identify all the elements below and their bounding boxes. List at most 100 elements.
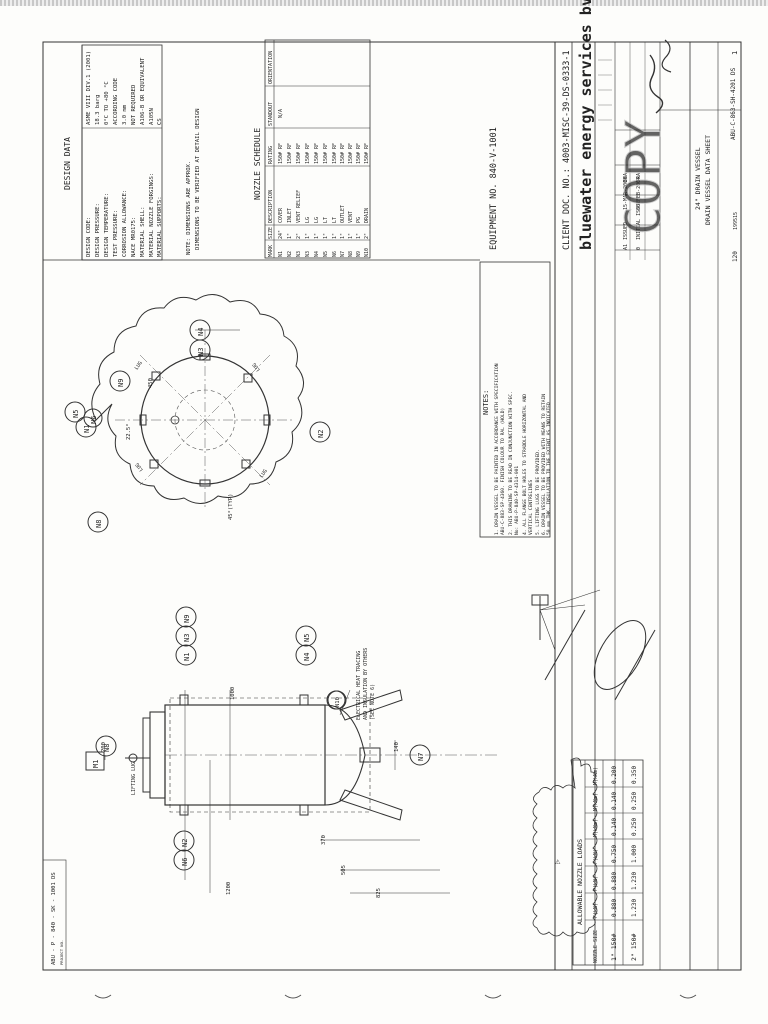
nozzle-cell: N7 <box>340 251 346 257</box>
heat-tracing-label: (SEE NOTE 6) <box>370 684 376 720</box>
copy-stamp: COPY <box>616 119 672 235</box>
nozzle-cell: N10 <box>364 248 370 257</box>
sig-1: EBA <box>623 173 629 182</box>
nozzle-tag-n1: N1 <box>83 425 91 433</box>
dim-370: 370 <box>321 835 327 845</box>
nozzle-tag-n3: N3 <box>197 348 205 356</box>
lug-label: LUG <box>259 468 269 479</box>
sheet-border <box>42 41 742 971</box>
design-row-value: 18.3 barg <box>95 95 101 125</box>
nozzle-header: ORIENTATION <box>268 51 274 84</box>
nozzle-header: SIZE <box>268 227 274 239</box>
nozzle-tag-n9: N9 <box>117 379 125 387</box>
loads-cell: 0.880 <box>611 899 618 917</box>
heat-tracing-label: AND INSULATION BY OTHERS <box>363 648 369 720</box>
nozzle-cell: N/A <box>278 109 284 118</box>
title-block <box>554 41 741 970</box>
nozzle-cell: VENT <box>348 211 354 223</box>
nozzle-header: DESCRIPTION <box>268 190 274 223</box>
design-row-label: TEST PRESSURE: <box>113 210 119 257</box>
corner-ref-1: ABU - P - 840 - SK - 1001 DS <box>51 872 57 965</box>
design-row-value: A106-B OR EQUIVALENT <box>140 57 146 125</box>
nozzle-row: N10 2" DRAIN 150# RF <box>364 143 370 257</box>
loads-cell: 0.250 <box>631 792 638 810</box>
design-row-label: DESIGN TEMPERATURE: <box>104 193 110 257</box>
nozzle-cell: 150# RF <box>356 143 362 164</box>
nozzle-cell: LG <box>305 217 311 223</box>
dim-1200: 1200 <box>226 882 232 895</box>
rev-a-desc: ISSUED <box>623 222 629 240</box>
note-line: 6. DRAIN VESSEL TO BE PROVIDED WITH MEAN… <box>541 394 547 535</box>
nozzle-header: STANDOUT <box>268 102 274 126</box>
nozzle-row: N5 1" LT 150# RF <box>323 143 329 257</box>
design-data-note-2: DIMENSIONS TO BE VERIFIED AT DETAIL DESI… <box>195 109 201 250</box>
tag-n4: N4 <box>303 653 311 661</box>
loads-cell: 2" 150# <box>630 934 638 961</box>
nozzle-cell: 1" <box>323 233 329 239</box>
nozzle-cell: 2" <box>296 233 302 239</box>
notes-list: 1. DRAIN VESSEL TO BE PAINTED IN ACCORDA… <box>494 363 552 535</box>
loads-cell: 0.350 <box>631 766 638 784</box>
design-row-label: MATERIAL SUPPORTS: <box>157 196 163 257</box>
nozzle-cell: LT <box>323 217 329 223</box>
heat-tracing-label: ELECTRICAL HEAT TRACING <box>356 651 362 720</box>
loads-cell: 1.230 <box>631 899 638 917</box>
loads-cell: 1.000 <box>631 845 638 863</box>
company-logo-text: bluewater energy services bv <box>577 0 595 250</box>
note-line: 2. THIS DRAWING TO BE READ IN CONJUNCTIO… <box>508 391 514 535</box>
nozzle-row: N1 24" COVER 150# RF N/A <box>278 109 284 257</box>
plan-view <box>91 294 304 510</box>
loads-header: M(kNm) <box>593 767 599 785</box>
nozzle-cell: 2" <box>364 233 370 239</box>
nozzle-cell: 150# RF <box>332 143 338 164</box>
nozzle-cell: N9 <box>356 251 362 257</box>
nozzle-cell: 150# RF <box>348 143 354 164</box>
nozzle-cell: 1" <box>356 233 362 239</box>
nozzle-loads-triangle-icon: ⚠ <box>555 857 561 867</box>
nozzle-cell: N1 <box>278 251 284 257</box>
nozzle-cell: N6 <box>332 251 338 257</box>
signature-mark <box>649 54 664 114</box>
dim-825: 825 <box>376 888 382 898</box>
dim-505: 505 <box>341 865 347 875</box>
drawing-number: ABU-C-863-SH-4201 DS <box>730 67 737 140</box>
nozzle-cell: 150# RF <box>340 143 346 164</box>
design-row-value: ACCORDING CODE <box>113 77 119 125</box>
design-data-rows: DESIGN CODE: ASME VIII DIV.1 (2001) DESI… <box>86 51 163 257</box>
nozzle-row: N6 1" LT 150# RF <box>332 143 338 257</box>
nozzle-cell: 1" <box>305 233 311 239</box>
lug-label: LUG <box>252 361 262 372</box>
note-line: 50 mm THK. INSULATION TO THE EXTENT AS I… <box>546 402 552 535</box>
rev-a: A1 <box>623 244 629 250</box>
design-row-value: 3.0 mm <box>122 104 128 125</box>
angle-45-typ: 45°(TYP) <box>228 494 234 521</box>
lug-label: LUG <box>135 461 145 472</box>
nozzle-tag-n6: N6 <box>90 416 98 424</box>
nozzle-cell: COVER <box>278 207 284 223</box>
loads-cell: 1.230 <box>631 872 638 890</box>
tag-n10: N10 <box>335 697 341 707</box>
lifting-lug-label: LIFTING LUG <box>131 762 137 795</box>
rev-0-date: 06-FEB-2004 <box>636 177 642 210</box>
design-data-title: DESIGN DATA <box>63 137 72 190</box>
revision-cloud <box>91 294 304 504</box>
loads-cell: 0.250 <box>631 818 638 836</box>
sheet-number: 1 <box>731 51 739 55</box>
equipment-number: EQUIPMENT NO. 840-V-1001 <box>489 127 499 250</box>
note-line: 4. ALL FLANGE BOLT HOLES TO STRADDLE HOR… <box>522 394 528 535</box>
client-doc-number: CLIENT DOC. NO.: 4003-MISC-39-DS-0333-1 <box>562 50 572 250</box>
design-row-label: CORROSION ALLOWANCE: <box>122 190 128 257</box>
nozzle-cell: 1" <box>340 233 346 239</box>
elevation-tags <box>85 606 431 871</box>
loads-cell: 0.200 <box>611 766 618 784</box>
loads-header: M(kNm) <box>593 819 599 837</box>
tag-n7: N7 <box>417 753 425 761</box>
design-row-label: DESIGN CODE: <box>86 217 92 257</box>
corner-ref-2: PROJECT NO. <box>59 940 64 965</box>
nozzle-schedule-table: MARK SIZE DESCRIPTION RATING STANDOUT OR… <box>264 39 371 259</box>
nozzle-cell: INLET <box>287 208 293 223</box>
nozzle-cell: OUTLET <box>340 205 346 223</box>
note-line: VERTICAL CENTRELINES <box>528 479 534 535</box>
loads-header: F(kN) <box>593 903 599 918</box>
design-data-note: NOTE: DIMENSIONS ARE APPROX. <box>186 161 192 255</box>
